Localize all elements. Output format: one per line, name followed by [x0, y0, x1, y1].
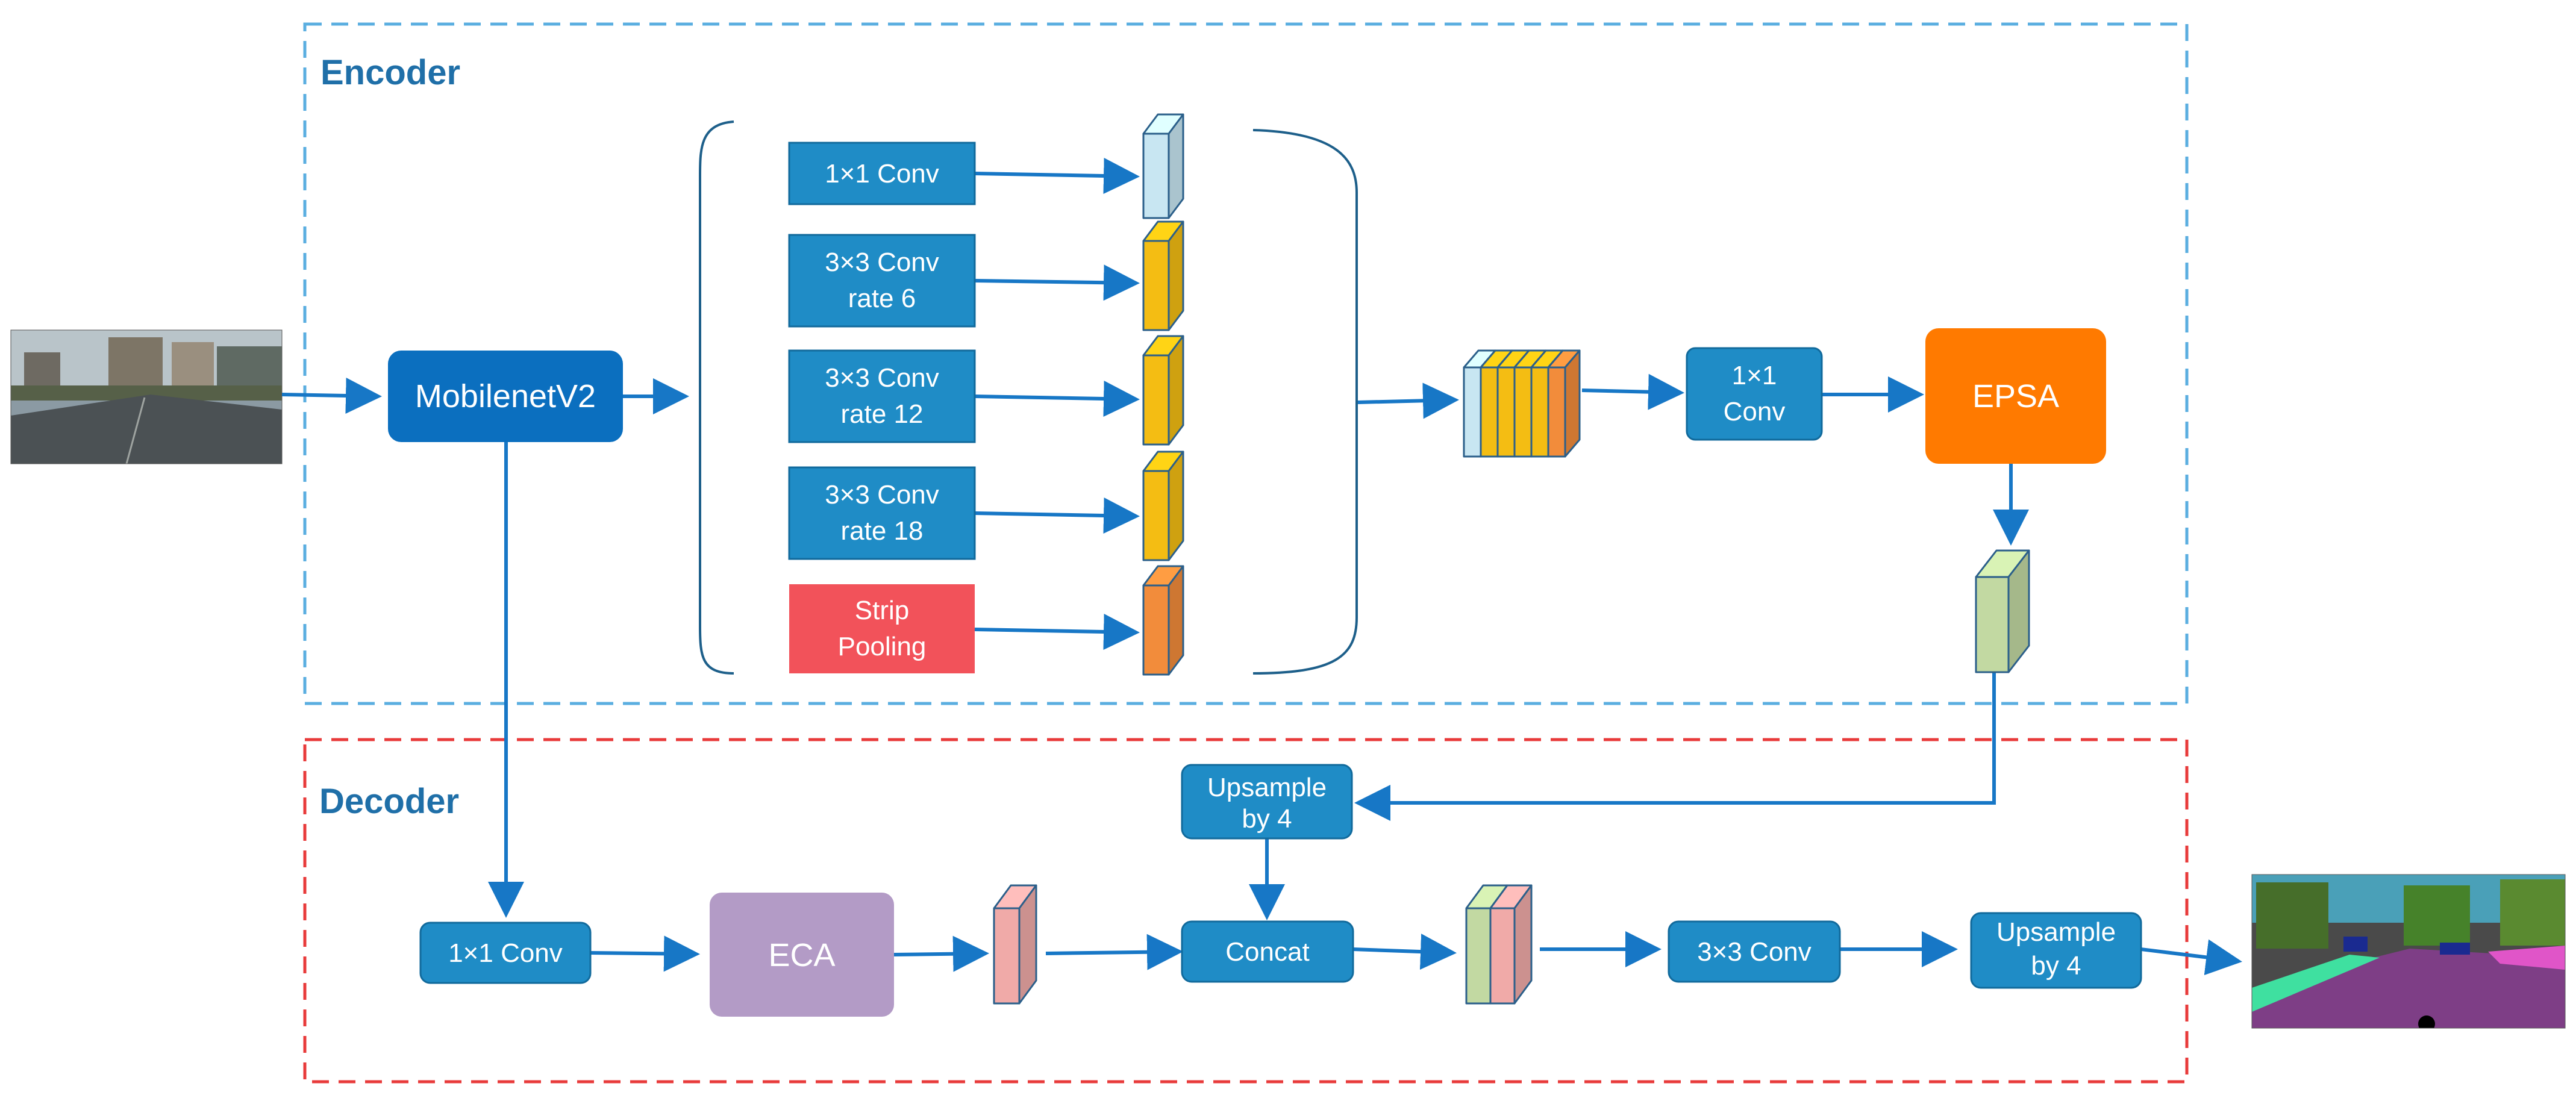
upsample1-box: Upsample by 4 — [1181, 764, 1353, 840]
encoder-region — [303, 22, 2189, 705]
concat-stack-slab-2-front — [1480, 366, 1499, 458]
arrow-concatfeat-to-fuse — [1581, 373, 1684, 410]
eca-feature-front — [993, 907, 1021, 1005]
aspp-conv-rate12-box: 3×3 Conv rate 12 — [788, 349, 976, 443]
concat-stack-slab-1-front — [1463, 366, 1482, 458]
aspp-conv-rate6-line2: rate 6 — [848, 284, 916, 313]
aspp-feature-rate12-side — [1168, 335, 1184, 446]
aspp-feature-rate12-front — [1142, 354, 1170, 446]
decoder-conv3x3-label: 3×3 Conv — [1697, 937, 1812, 967]
arrow-aspp-to-concatfeat — [1357, 382, 1459, 419]
fuse-conv-line1: 1×1 — [1732, 361, 1777, 390]
aspp-feature-1x1-side — [1168, 113, 1184, 219]
concat-feature-green-front — [1465, 907, 1492, 1005]
upsample2-box: Upsample by 4 — [1970, 912, 2142, 989]
arrow-pool-to-feat — [974, 613, 1140, 650]
concat-stack-slab-5-front — [1530, 366, 1549, 458]
aspp-conv-rate18-line2: rate 18 — [841, 516, 924, 546]
aspp-feature-rate6-side — [1168, 220, 1184, 331]
aspp-conv-rate18-box: 3×3 Conv rate 18 — [788, 466, 976, 560]
concat-stack-slab-6-side — [1564, 349, 1581, 458]
aspp-left-bracket — [698, 120, 734, 675]
aspp-right-bracket — [1252, 129, 1358, 675]
strip-pooling-box: Strip Pooling — [789, 584, 975, 673]
aspp-feature-pool-side — [1168, 565, 1184, 676]
epsa-label: EPSA — [1972, 378, 2059, 414]
fuse-conv-line2: Conv — [1724, 397, 1786, 426]
aspp-conv1x1-box: 1×1 Conv — [788, 142, 976, 205]
arrow-input-to-backbone — [281, 377, 382, 414]
feature-maps — [993, 113, 2030, 1005]
aspp-feature-rate18-front — [1142, 470, 1170, 561]
decoder-region — [303, 738, 2189, 1084]
eca-box: ECA — [710, 893, 894, 1017]
aspp-conv-rate6-line1: 3×3 Conv — [825, 248, 939, 277]
epsa-box: EPSA — [1925, 328, 2106, 464]
upsample1-line1: Upsample — [1207, 773, 1327, 802]
arrow-feat-to-concat — [1045, 934, 1183, 970]
encoder-title: Encoder — [320, 53, 460, 92]
decoder-conv1x1-box: 1×1 Conv — [419, 922, 592, 984]
connections — [281, 157, 2242, 976]
concat-stack-slab-6-front — [1547, 366, 1566, 458]
aspp-conv-rate12-line1: 3×3 Conv — [825, 363, 939, 393]
aspp-feature-rate18-side — [1168, 451, 1184, 561]
decoder-title: Decoder — [319, 782, 459, 821]
arrow-upsample2-to-output — [2140, 939, 2242, 976]
arrow-concat-to-feat — [1352, 934, 1457, 970]
aspp-conv-rate12-line2: rate 12 — [841, 399, 924, 429]
aspp-feature-rate6-front — [1142, 240, 1170, 331]
arrow-conv2-to-feat — [974, 264, 1140, 301]
arrow-eca-to-feat — [893, 935, 989, 972]
arrow-conv4-to-feat — [974, 497, 1140, 534]
strip-pooling-line1: Strip — [855, 596, 909, 625]
arrow-conv3-to-feat — [974, 380, 1140, 417]
backbone-box: MobilenetV2 — [388, 351, 623, 442]
concat-feature-pink-front — [1489, 907, 1516, 1005]
backbone-label: MobilenetV2 — [415, 378, 596, 414]
concat-box: Concat — [1181, 920, 1354, 983]
aspp-conv-rate6-box: 3×3 Conv rate 6 — [788, 234, 976, 328]
aspp-conv1x1-label: 1×1 Conv — [825, 159, 939, 189]
concat-stack-slab-4-front — [1513, 366, 1533, 458]
fuse-conv1x1-box: 1×1 Conv — [1686, 347, 1823, 441]
arrow-conv1-to-feat — [974, 157, 1140, 194]
strip-pooling-line2: Pooling — [838, 632, 927, 661]
concat-stack-slab-3-front — [1496, 366, 1516, 458]
arrow-feat-to-upsample1 — [1354, 672, 1996, 821]
upsample2-line1: Upsample — [1996, 917, 2116, 947]
epsa-feature-front — [1975, 576, 2010, 673]
upsample2-line2: by 4 — [2031, 951, 2081, 981]
upsample1-line2: by 4 — [1242, 804, 1292, 834]
output-segmentation-image — [2252, 875, 2565, 1028]
decoder-conv3x3-box: 3×3 Conv — [1668, 920, 1841, 983]
aspp-feature-pool-front — [1142, 584, 1170, 676]
eca-label: ECA — [768, 937, 835, 973]
input-image — [11, 330, 282, 464]
arrow-lowconv-to-eca — [590, 935, 700, 972]
concat-label: Concat — [1225, 937, 1309, 967]
aspp-conv-rate18-line1: 3×3 Conv — [825, 480, 939, 510]
decoder-conv1x1-label: 1×1 Conv — [448, 938, 563, 968]
aspp-feature-1x1-front — [1142, 133, 1170, 219]
